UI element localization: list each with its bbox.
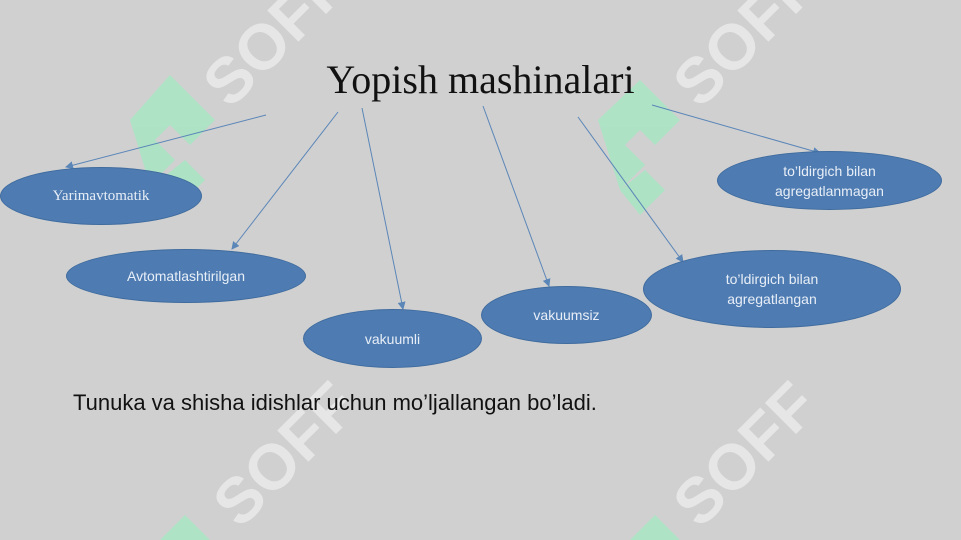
slide-title: Yopish mashinalari bbox=[326, 57, 635, 102]
watermark-logo-3 bbox=[160, 515, 210, 540]
node-yarimavtomatik: Yarimavtomatik bbox=[0, 167, 202, 225]
node-agregatlangan: to’ldirgich bilan agregatlangan bbox=[643, 250, 901, 328]
arrow-to-agregatlangan bbox=[577, 116, 684, 263]
node-vakuumsiz: vakuumsiz bbox=[481, 286, 652, 344]
arrow-to-yarimavtomatik bbox=[65, 114, 267, 170]
node-avtomatlashtirilgan: Avtomatlashtirilgan bbox=[66, 249, 306, 303]
watermark-logo-4 bbox=[630, 515, 680, 540]
node-vakuumli: vakuumli bbox=[303, 309, 482, 368]
arrow-to-vakuumli bbox=[361, 107, 406, 310]
arrow-to-agregatlanmagan bbox=[651, 104, 821, 155]
slide-caption: Tunuka va shisha idishlar uchun mo’ljall… bbox=[73, 390, 597, 415]
arrow-to-vakuumsiz bbox=[482, 105, 551, 287]
node-agregatlanmagan: to’ldirgich bilan agregatlanmagan bbox=[717, 151, 942, 210]
arrow-to-avtomatlashtirilgan bbox=[231, 111, 339, 250]
